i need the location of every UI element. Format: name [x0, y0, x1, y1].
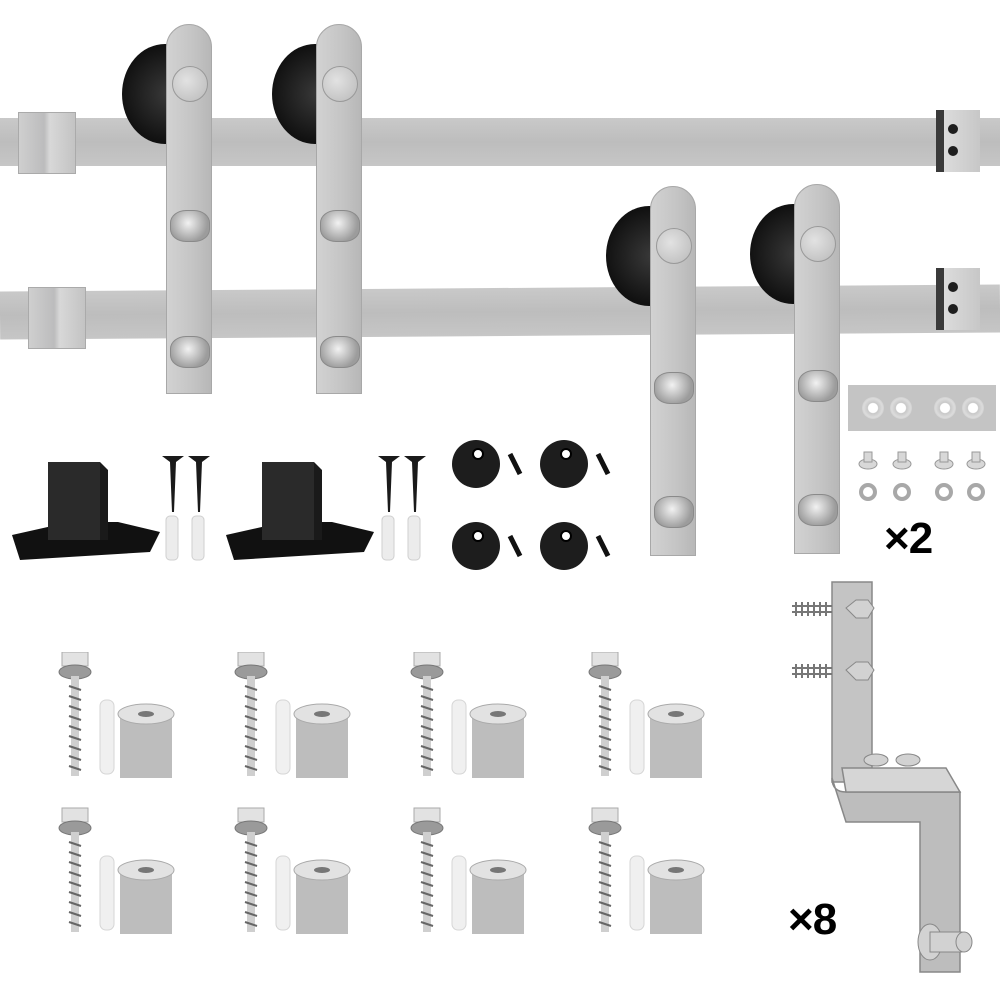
bolt-icon — [798, 494, 838, 526]
bolt-icon — [654, 496, 694, 528]
bolt-icon — [798, 370, 838, 402]
stopper-cap-icon — [540, 440, 611, 488]
floor-guide-icon — [12, 462, 160, 560]
lag-screw-sets — [56, 651, 736, 942]
floor-guide-set — [12, 456, 426, 561]
spacer-plate — [848, 385, 996, 431]
bolt-icon — [320, 210, 360, 242]
door-bracket — [792, 581, 973, 973]
bolt-icon — [170, 336, 210, 368]
rail-end-cap — [936, 268, 980, 330]
bolt-icon — [320, 336, 360, 368]
door-hanger — [272, 24, 372, 394]
stopper-cap-icon — [452, 522, 523, 570]
door-hanger — [750, 184, 850, 554]
stopper-cap-icon — [540, 522, 611, 570]
floor-guide-icon — [226, 462, 374, 560]
rail-stopper — [28, 287, 86, 349]
stopper-cap-icon — [452, 440, 523, 488]
rail-stopper — [18, 112, 76, 174]
stopper-caps — [452, 440, 611, 570]
door-hanger — [122, 24, 222, 394]
axle-cap-icon — [800, 226, 836, 262]
rail-end-cap — [936, 110, 980, 172]
bolt-icon — [170, 210, 210, 242]
axle-cap-icon — [656, 228, 692, 264]
axle-cap-icon — [322, 66, 358, 102]
door-hanger — [606, 186, 706, 556]
axle-cap-icon — [172, 66, 208, 102]
bolts-and-nuts — [858, 451, 986, 501]
bolt-icon — [654, 372, 694, 404]
quantity-label: ×8 — [788, 895, 837, 944]
quantity-label: ×2 — [884, 514, 933, 563]
